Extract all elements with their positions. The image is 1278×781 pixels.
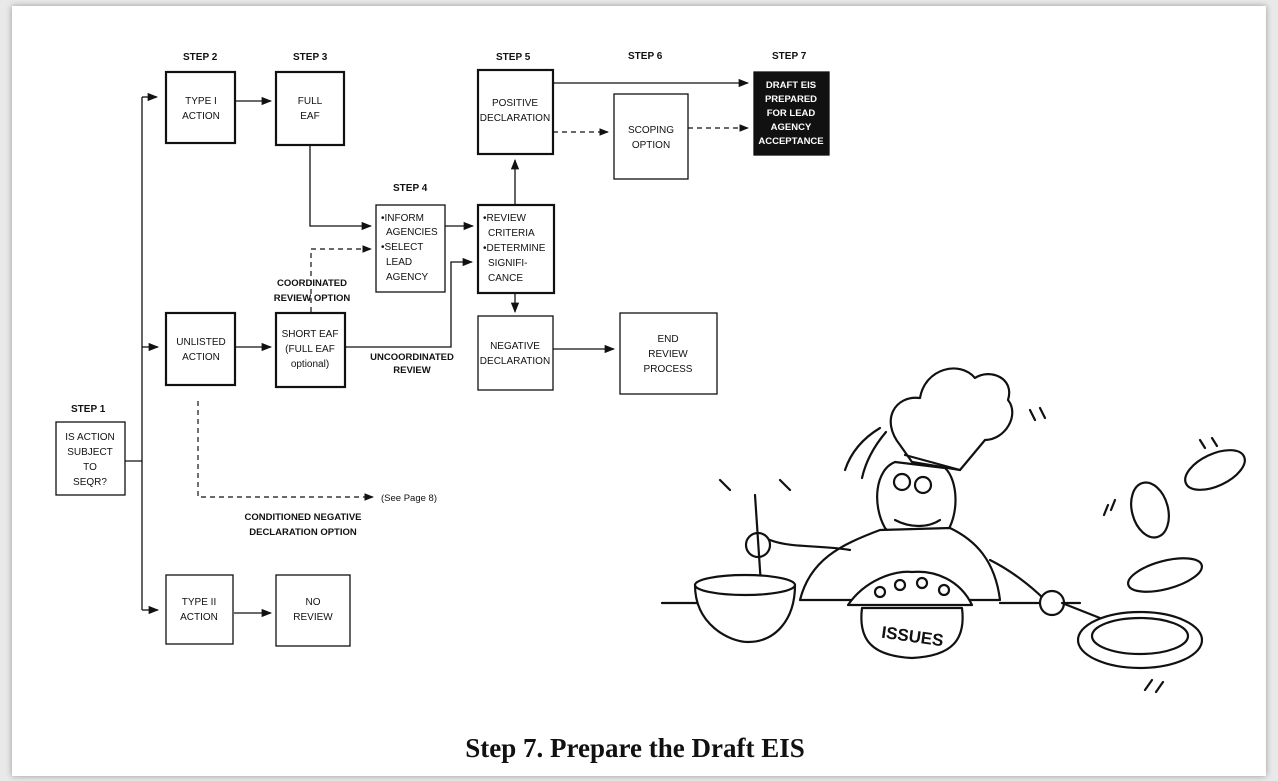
svg-text:SCOPING: SCOPING xyxy=(628,125,674,136)
box-type-ii-action: TYPE II ACTION xyxy=(165,574,234,645)
svg-text:DECLARATION: DECLARATION xyxy=(480,356,550,367)
svg-text:EAF: EAF xyxy=(300,111,319,122)
svg-text:REVIEW: REVIEW xyxy=(293,612,333,623)
svg-text:ACTION: ACTION xyxy=(182,352,220,363)
svg-text:TO: TO xyxy=(83,462,97,473)
svg-text:DRAFT EIS: DRAFT EIS xyxy=(766,80,816,91)
step-5-label: STEP 5 xyxy=(496,52,531,63)
caption-title: Step 7. Prepare the Draft EIS xyxy=(465,733,804,763)
svg-text:NEGATIVE: NEGATIVE xyxy=(490,341,540,352)
svg-text:SHORT EAF: SHORT EAF xyxy=(282,329,339,340)
svg-text:FOR LEAD: FOR LEAD xyxy=(767,108,816,119)
svg-text:PROCESS: PROCESS xyxy=(644,364,693,375)
box-scoping-option: SCOPING OPTION xyxy=(613,93,689,180)
uncoordinated-label-2: REVIEW xyxy=(393,365,431,376)
svg-text:SEQR?: SEQR? xyxy=(73,477,107,488)
svg-text:LEAD: LEAD xyxy=(386,257,412,268)
svg-text:AGENCIES: AGENCIES xyxy=(386,227,438,238)
step-4-label: STEP 4 xyxy=(393,183,428,194)
svg-text:AGENCY: AGENCY xyxy=(771,122,812,133)
svg-text:OPTION: OPTION xyxy=(632,140,670,151)
svg-text:•REVIEW: •REVIEW xyxy=(483,213,527,224)
box-full-eaf: FULL EAF xyxy=(274,70,346,147)
svg-text:CANCE: CANCE xyxy=(488,273,523,284)
svg-text:FULL: FULL xyxy=(298,96,323,107)
connectors xyxy=(125,78,750,618)
box-end-review-process: END REVIEW PROCESS xyxy=(619,312,718,395)
svg-text:PREPARED: PREPARED xyxy=(765,94,817,105)
seqr-flowchart: STEP 1 STEP 2 STEP 3 STEP 4 STEP 5 STEP … xyxy=(55,51,1246,763)
see-page-note: (See Page 8) xyxy=(381,493,437,504)
svg-text:REVIEW: REVIEW xyxy=(648,349,688,360)
box-seqr-question: IS ACTION SUBJECT TO SEQR? xyxy=(55,421,126,496)
coordinated-label: COORDINATED xyxy=(277,278,347,289)
svg-text:POSITIVE: POSITIVE xyxy=(492,98,538,109)
box-review-criteria: •REVIEW CRITERIA •DETERMINE SIGNIFI- CAN… xyxy=(476,203,556,295)
step-1-label: STEP 1 xyxy=(71,404,106,415)
svg-text:CRITERIA: CRITERIA xyxy=(488,228,535,239)
chef-cooking-illustration: ISSUES xyxy=(660,367,1246,694)
box-short-eaf: SHORT EAF (FULL EAF optional) xyxy=(274,311,347,389)
conditioned-label-2: DECLARATION OPTION xyxy=(249,527,357,538)
box-unlisted-action: UNLISTED ACTION xyxy=(164,311,237,387)
svg-text:END: END xyxy=(657,334,678,345)
svg-text:ACCEPTANCE: ACCEPTANCE xyxy=(758,136,823,147)
box-draft-eis: DRAFT EIS PREPARED FOR LEAD AGENCY ACCEP… xyxy=(753,71,830,156)
uncoordinated-label: UNCOORDINATED xyxy=(370,352,454,363)
step-3-label: STEP 3 xyxy=(293,52,328,63)
step-6-label: STEP 6 xyxy=(628,51,663,62)
svg-text:•DETERMINE: •DETERMINE xyxy=(483,243,546,254)
svg-text:ACTION: ACTION xyxy=(182,111,220,122)
svg-text:SUBJECT: SUBJECT xyxy=(67,447,113,458)
svg-text:NO: NO xyxy=(306,597,321,608)
document-page: STEP 1 STEP 2 STEP 3 STEP 4 STEP 5 STEP … xyxy=(12,6,1266,776)
box-type-i-action: TYPE I ACTION xyxy=(164,70,237,145)
svg-text:TYPE I: TYPE I xyxy=(185,96,217,107)
svg-text:•SELECT: •SELECT xyxy=(381,242,423,253)
step-7-label: STEP 7 xyxy=(772,51,807,62)
box-negative-declaration: NEGATIVE DECLARATION xyxy=(477,315,554,391)
svg-text:DECLARATION: DECLARATION xyxy=(480,113,550,124)
box-no-review: NO REVIEW xyxy=(275,574,351,647)
coordinated-label-2: REVIEW OPTION xyxy=(274,293,351,304)
svg-text:ACTION: ACTION xyxy=(180,612,218,623)
svg-text:•INFORM: •INFORM xyxy=(381,213,424,224)
svg-text:(FULL EAF: (FULL EAF xyxy=(285,344,335,355)
svg-text:optional): optional) xyxy=(291,359,329,370)
box-inform-agencies: •INFORM AGENCIES •SELECT LEAD AGENCY xyxy=(375,204,446,293)
svg-text:UNLISTED: UNLISTED xyxy=(176,337,225,348)
svg-text:TYPE II: TYPE II xyxy=(182,597,216,608)
conditioned-label: CONDITIONED NEGATIVE xyxy=(245,512,362,523)
step-2-label: STEP 2 xyxy=(183,52,218,63)
svg-text:AGENCY: AGENCY xyxy=(386,272,429,283)
box-positive-declaration: POSITIVE DECLARATION xyxy=(476,68,555,156)
svg-text:SIGNIFI-: SIGNIFI- xyxy=(488,258,527,269)
svg-text:IS ACTION: IS ACTION xyxy=(65,432,114,443)
